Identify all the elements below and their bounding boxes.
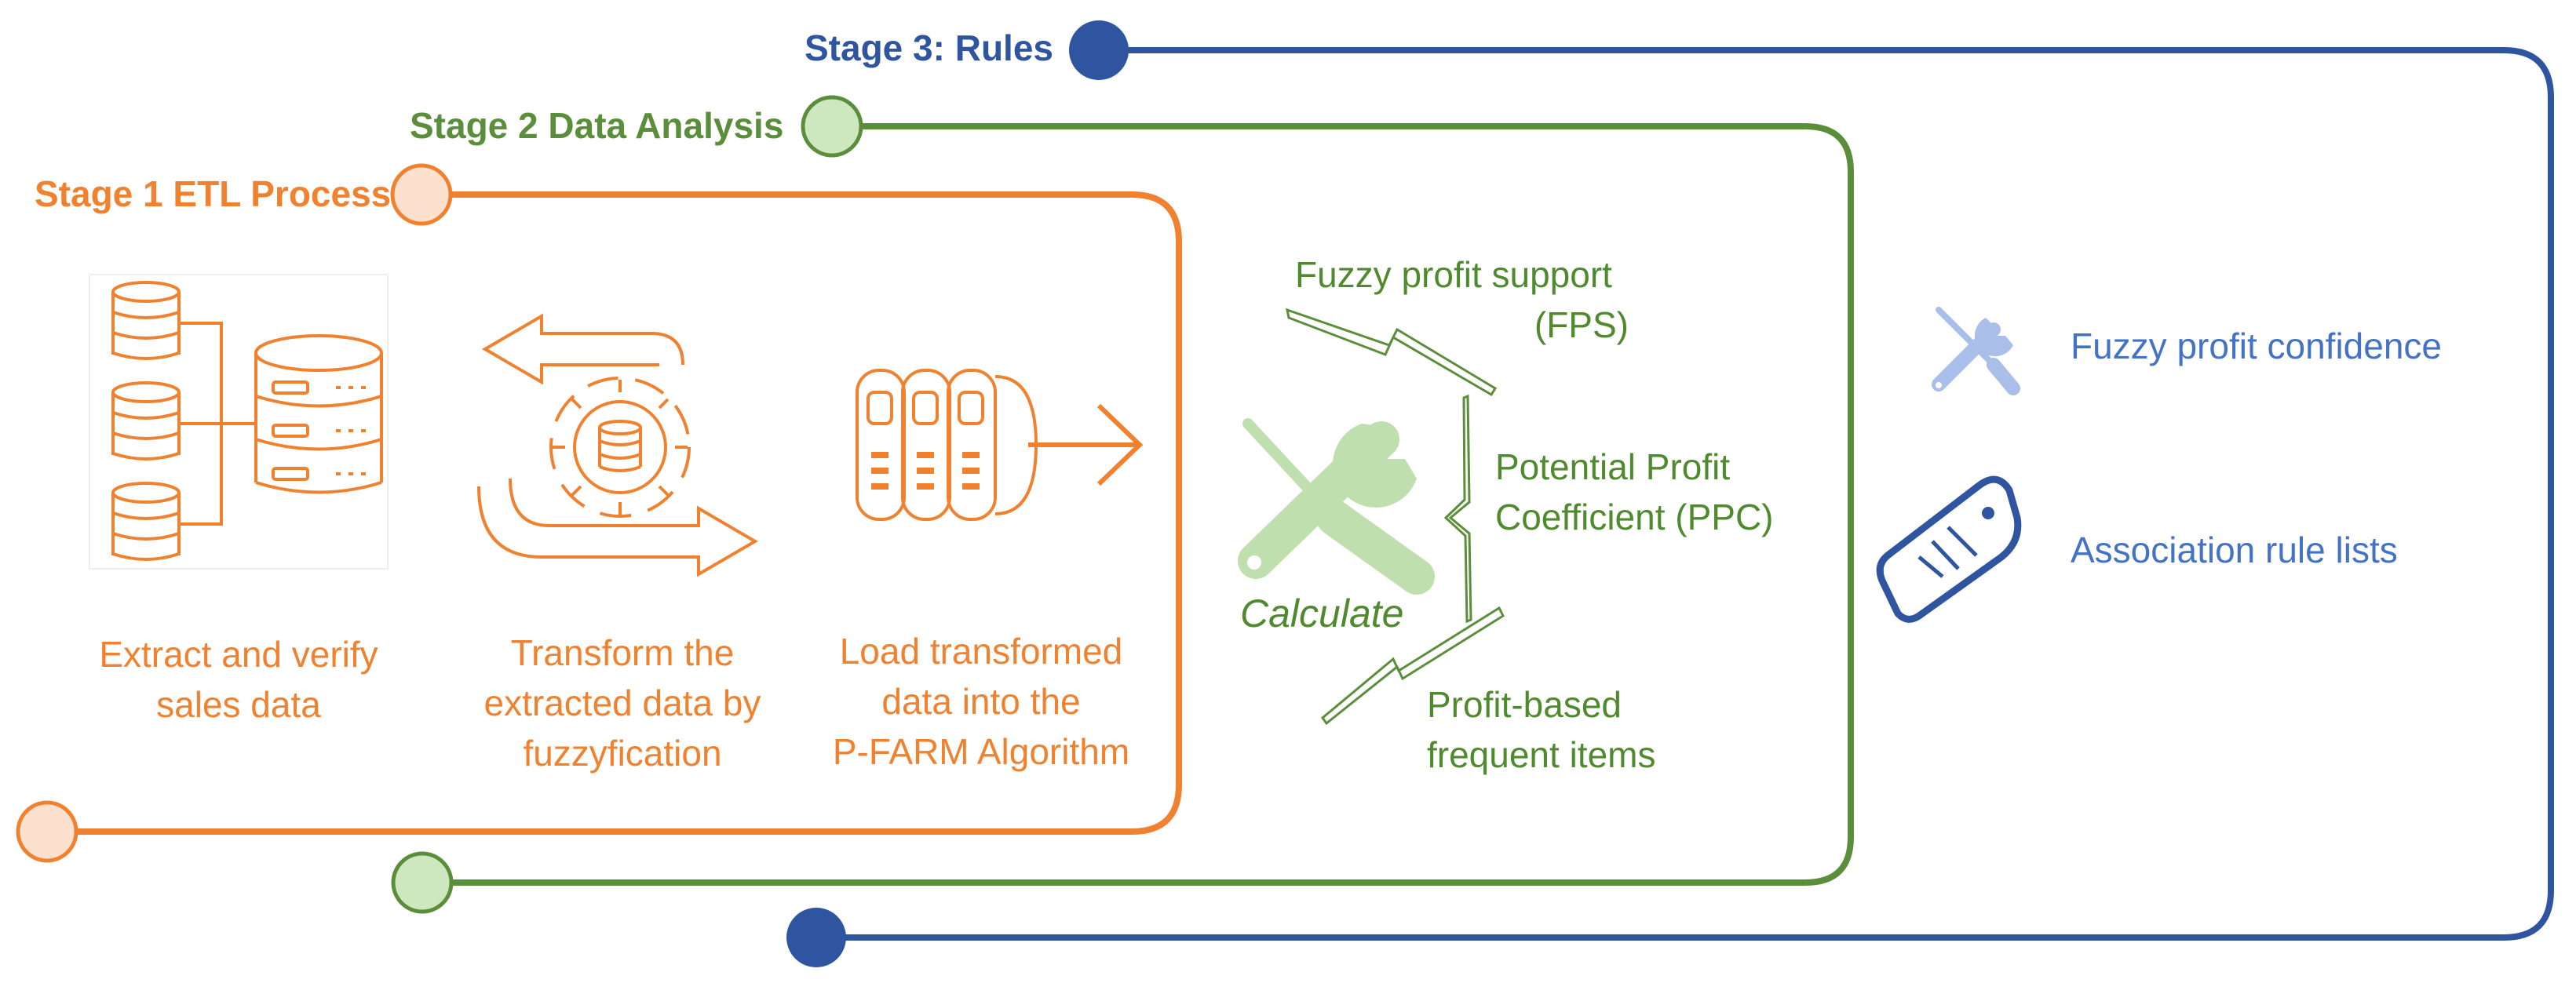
stage1-title: Stage 1 ETL Process xyxy=(35,173,392,214)
extract-line2: sales data xyxy=(156,684,321,725)
stage3-loop xyxy=(816,47,2554,941)
stage2-start-node xyxy=(801,95,863,158)
transform-line2: extracted data by xyxy=(483,683,761,723)
ppc-line2: Coefficient (PPC) xyxy=(1495,497,1774,537)
stage1-start-node xyxy=(390,163,453,226)
load-line3: P-FARM Algorithm xyxy=(832,731,1130,772)
fps-line2: (FPS) xyxy=(1534,304,1629,345)
load-label: Load transformed data into the P-FARM Al… xyxy=(808,626,1154,777)
extract-label: Extract and verify sales data xyxy=(74,629,403,730)
stage3-start-node xyxy=(1069,20,1129,80)
transform-line3: fuzzyfication xyxy=(523,733,722,774)
ppc-line1: Potential Profit xyxy=(1495,446,1731,487)
stage2-loop xyxy=(422,123,1854,886)
transform-line1: Transform the xyxy=(510,632,735,673)
pbfi-line2: frequent items xyxy=(1427,734,1656,775)
fps-label: Fuzzy profit support (FPS) xyxy=(1295,249,1640,350)
stage2-end-node xyxy=(391,851,454,914)
stage3-end-node xyxy=(786,908,846,967)
load-line2: data into the xyxy=(881,681,1081,722)
stage3-title: Stage 3: Rules xyxy=(805,27,1053,68)
tag-icon xyxy=(1876,475,2022,623)
calculate-label: Calculate xyxy=(1240,592,1404,635)
extract-line1: Extract and verify xyxy=(99,634,378,675)
database-cluster-icon xyxy=(89,274,389,570)
load-line1: Load transformed xyxy=(839,631,1123,672)
association-rule-lists-label: Association rule lists xyxy=(2071,530,2398,570)
transform-label: Transform the extracted data by fuzzyfic… xyxy=(458,628,787,778)
fuzzy-profit-confidence-label: Fuzzy profit confidence xyxy=(2071,326,2443,366)
metric-braces xyxy=(1286,308,1505,726)
stage1-loop xyxy=(47,191,1182,835)
tools-icon xyxy=(1932,307,2020,395)
wrench-screwdriver-icon xyxy=(1238,418,1435,595)
ppc-label: Potential Profit Coefficient (PPC) xyxy=(1495,442,1774,542)
load-database-arrow-icon xyxy=(856,369,1144,521)
stage2-title: Stage 2 Data Analysis xyxy=(410,105,784,146)
gear-cycle-icon xyxy=(477,313,758,577)
fps-line1: Fuzzy profit support xyxy=(1295,254,1612,295)
pbfi-label: Profit-based frequent items xyxy=(1427,679,1655,780)
pbfi-line1: Profit-based xyxy=(1427,684,1622,725)
stage1-end-node xyxy=(16,800,78,863)
